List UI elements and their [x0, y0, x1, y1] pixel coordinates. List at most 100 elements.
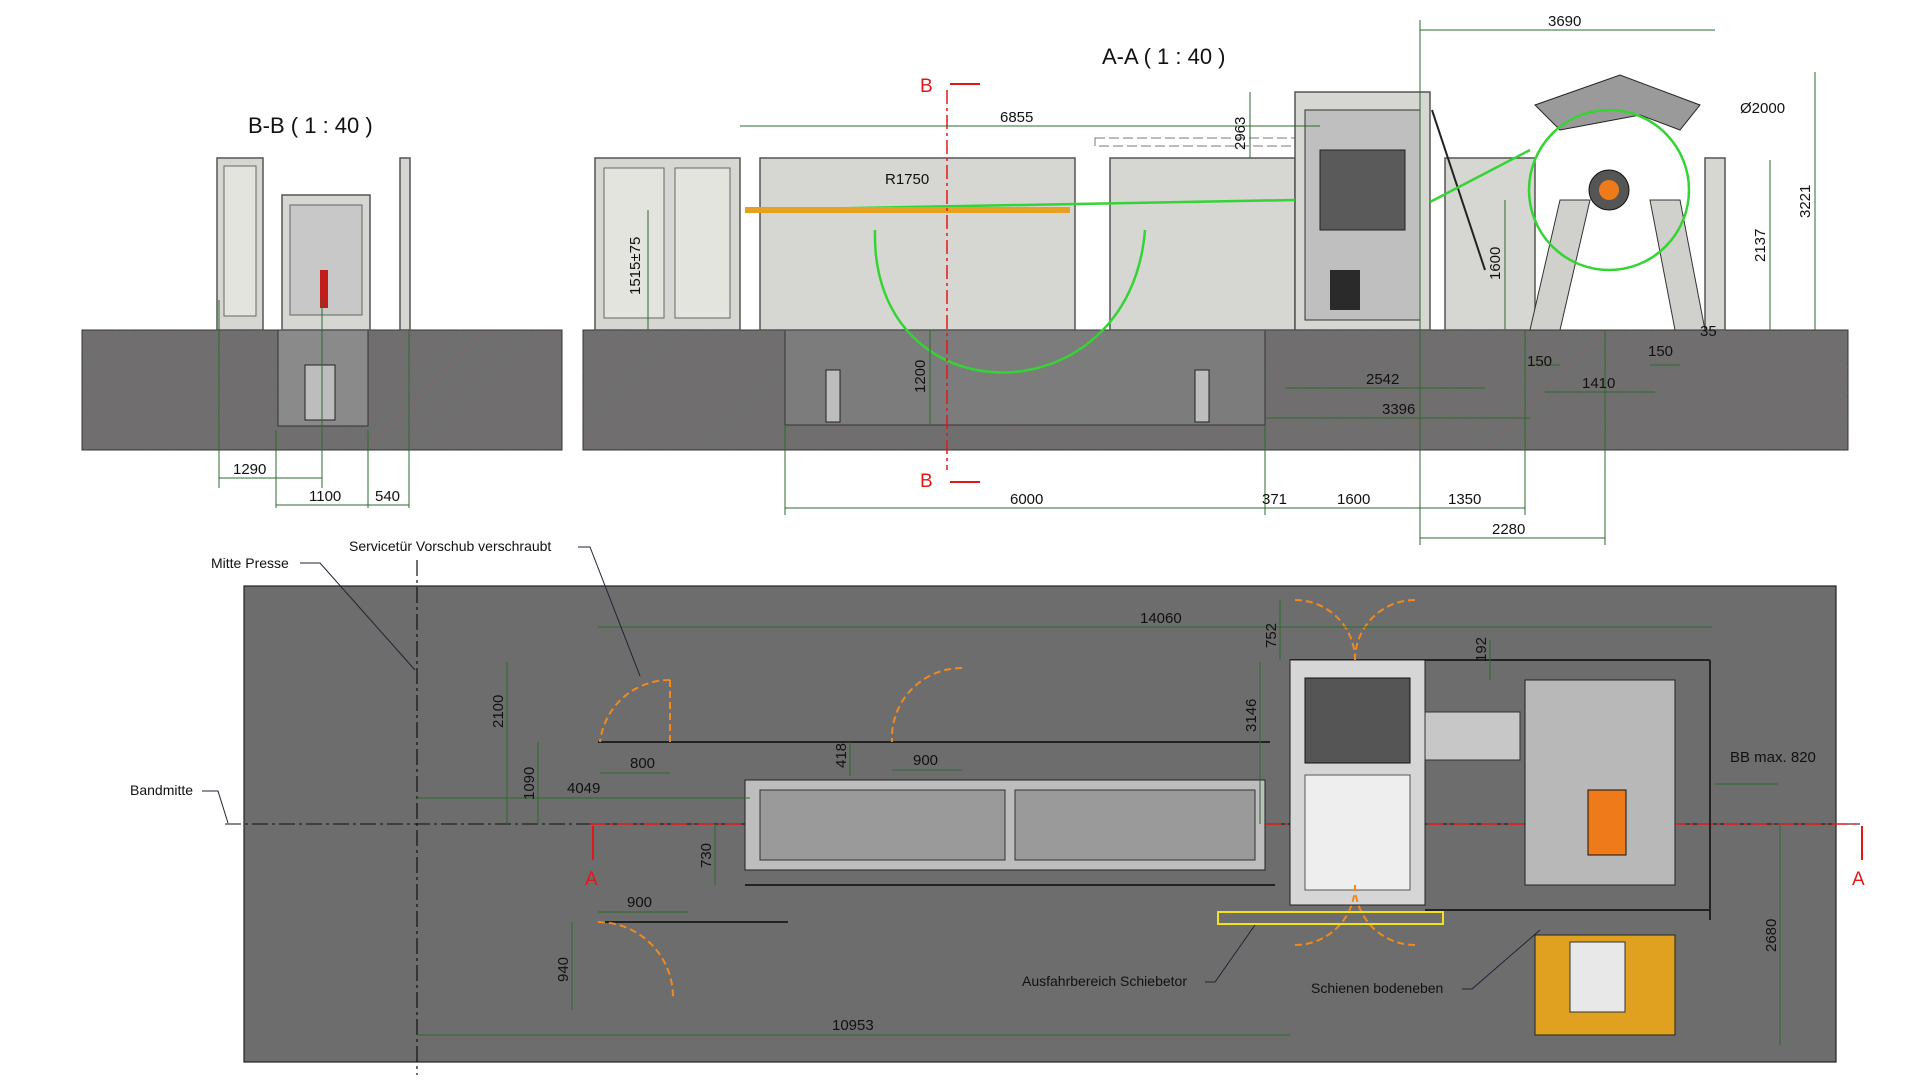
dim-plan-4049: 4049	[567, 780, 600, 797]
aa-fence-post	[1704, 157, 1726, 331]
label-servicetuer: Servicetür Vorschub verschraubt	[349, 538, 551, 554]
aa-pit-door-right	[1194, 369, 1210, 423]
dim-plan-14060: 14060	[1140, 610, 1182, 627]
plan-roller-bank-right	[1014, 789, 1256, 861]
label-mitte-presse: Mitte Presse	[211, 555, 289, 571]
section-mark-b-bottom: B	[920, 471, 933, 492]
dim-aa-2963: 2963	[1232, 117, 1249, 150]
dim-plan-900-top: 900	[913, 752, 938, 769]
aa-feeder-motor	[1330, 270, 1360, 310]
dim-plan-2680: 2680	[1763, 919, 1780, 952]
dim-plan-730: 730	[698, 843, 715, 868]
dim-plan-2100: 2100	[490, 695, 507, 728]
dim-plan-900-bottom: 900	[627, 894, 652, 911]
dim-bb-540: 540	[375, 488, 400, 505]
dim-plan-1090: 1090	[521, 767, 538, 800]
aa-fence-panel	[1444, 157, 1536, 331]
dim-aa-35: 35	[1700, 323, 1717, 340]
section-bb-title: B-B ( 1 : 40 )	[248, 113, 373, 138]
dim-plan-752: 752	[1263, 623, 1280, 648]
aa-guard-outline	[1094, 137, 1316, 147]
dim-aa-1600-horizontal: 1600	[1337, 491, 1370, 508]
dim-aa-1515: 1515±75	[627, 237, 644, 295]
dim-aa-6000: 6000	[1010, 491, 1043, 508]
dim-plan-940: 940	[555, 957, 572, 982]
dim-plan-418: 418	[833, 743, 850, 768]
label-bandmitte: Bandmitte	[130, 782, 193, 798]
aa-fence-panel	[1109, 157, 1296, 331]
dim-plan-800: 800	[630, 755, 655, 772]
dim-aa-1600-vertical: 1600	[1487, 247, 1504, 280]
plan-feeder-motor	[1304, 677, 1411, 764]
dim-aa-1410: 1410	[1582, 375, 1615, 392]
aa-decoiler-leg-left	[1529, 199, 1591, 331]
aa-feeder-arm	[1431, 109, 1486, 271]
bb-fence-right	[399, 157, 411, 331]
plan-sliding-gate-zone	[1217, 911, 1444, 925]
plan-service-door-bottom	[597, 921, 674, 998]
dim-bb-1100: 1100	[309, 488, 341, 505]
bb-machine-inner	[289, 204, 363, 316]
dim-aa-2542: 2542	[1366, 371, 1399, 388]
plan-service-door-left	[599, 678, 671, 743]
bb-pit-unit	[304, 364, 336, 421]
section-mark-a-right: A	[1852, 869, 1865, 890]
aa-fence-panel-inner	[603, 167, 665, 319]
plan-view: A A 14060 752 192 2100 3146 1090 4049 80…	[130, 538, 1865, 1075]
aa-loop-pit	[784, 329, 1266, 426]
plan-service-door-middle	[890, 666, 963, 743]
plan-double-door-top-right	[1354, 599, 1416, 661]
dim-aa-3396: 3396	[1382, 401, 1415, 418]
aa-feeder-rolls	[1319, 149, 1406, 231]
dim-aa-6855: 6855	[1000, 109, 1033, 126]
plan-coil-cart-load	[1569, 941, 1626, 1013]
label-schienen: Schienen bodeneben	[1311, 980, 1443, 996]
aa-strip-loop	[873, 229, 1147, 374]
plan-double-door-bottom-right	[1354, 884, 1416, 946]
dim-plan-192: 192	[1473, 637, 1490, 662]
bb-fence-left-panel	[223, 165, 257, 317]
section-bb-view: B-B ( 1 : 40 ) 1290 1100 540	[81, 113, 563, 508]
dim-aa-1200: 1200	[912, 360, 929, 393]
dim-aa-371: 371	[1262, 491, 1287, 508]
dim-aa-dia2000: Ø2000	[1740, 100, 1785, 117]
aa-fence-panel-inner	[674, 167, 731, 319]
leader-schienen	[1462, 929, 1541, 990]
plan-roller-bank-left	[759, 789, 1006, 861]
plan-decoiler-mandrel	[1587, 789, 1627, 856]
plan-double-door-top-left	[1294, 599, 1356, 661]
dim-plan-bb-max: BB max. 820	[1730, 749, 1816, 766]
dim-plan-10953: 10953	[832, 1017, 874, 1034]
plan-double-door-bottom-left	[1294, 884, 1356, 946]
dim-aa-2137: 2137	[1752, 229, 1769, 262]
leader-ausfahrbereich	[1205, 924, 1256, 983]
section-mark-a-left: A	[585, 869, 598, 890]
aa-coil-outline	[1527, 108, 1691, 272]
aa-decoiler-core	[1599, 180, 1619, 200]
label-ausfahrbereich: Ausfahrbereich Schiebetor	[1022, 973, 1187, 989]
dim-aa-150-left: 150	[1527, 353, 1552, 370]
plan-decoiler	[1524, 679, 1676, 886]
dim-plan-3146: 3146	[1243, 699, 1260, 732]
plan-motor-housing	[1424, 711, 1521, 761]
aa-pit-door-left	[825, 369, 841, 423]
leader-mitte-presse	[300, 562, 416, 671]
dim-aa-r1750: R1750	[885, 171, 929, 188]
leader-bandmitte	[202, 790, 229, 824]
dim-aa-150-right: 150	[1648, 343, 1673, 360]
aa-decoiler-leg-right	[1649, 199, 1706, 331]
leader-servicetuer	[578, 546, 641, 677]
section-aa-view: A-A ( 1 : 40 ) B	[582, 13, 1849, 545]
dim-aa-1350: 1350	[1448, 491, 1481, 508]
plan-feeder-rolls	[1304, 774, 1411, 891]
aa-straightener-frame	[759, 157, 1076, 331]
dim-aa-2280: 2280	[1492, 521, 1525, 538]
dim-aa-3221: 3221	[1797, 185, 1814, 218]
aa-decoiler-top	[1534, 74, 1701, 131]
dim-aa-3690: 3690	[1548, 13, 1581, 30]
section-mark-b-top: B	[920, 76, 933, 97]
aa-strip-to-coil	[1429, 148, 1531, 204]
dim-bb-1290: 1290	[233, 461, 266, 478]
bb-red-cylinder	[320, 270, 328, 308]
